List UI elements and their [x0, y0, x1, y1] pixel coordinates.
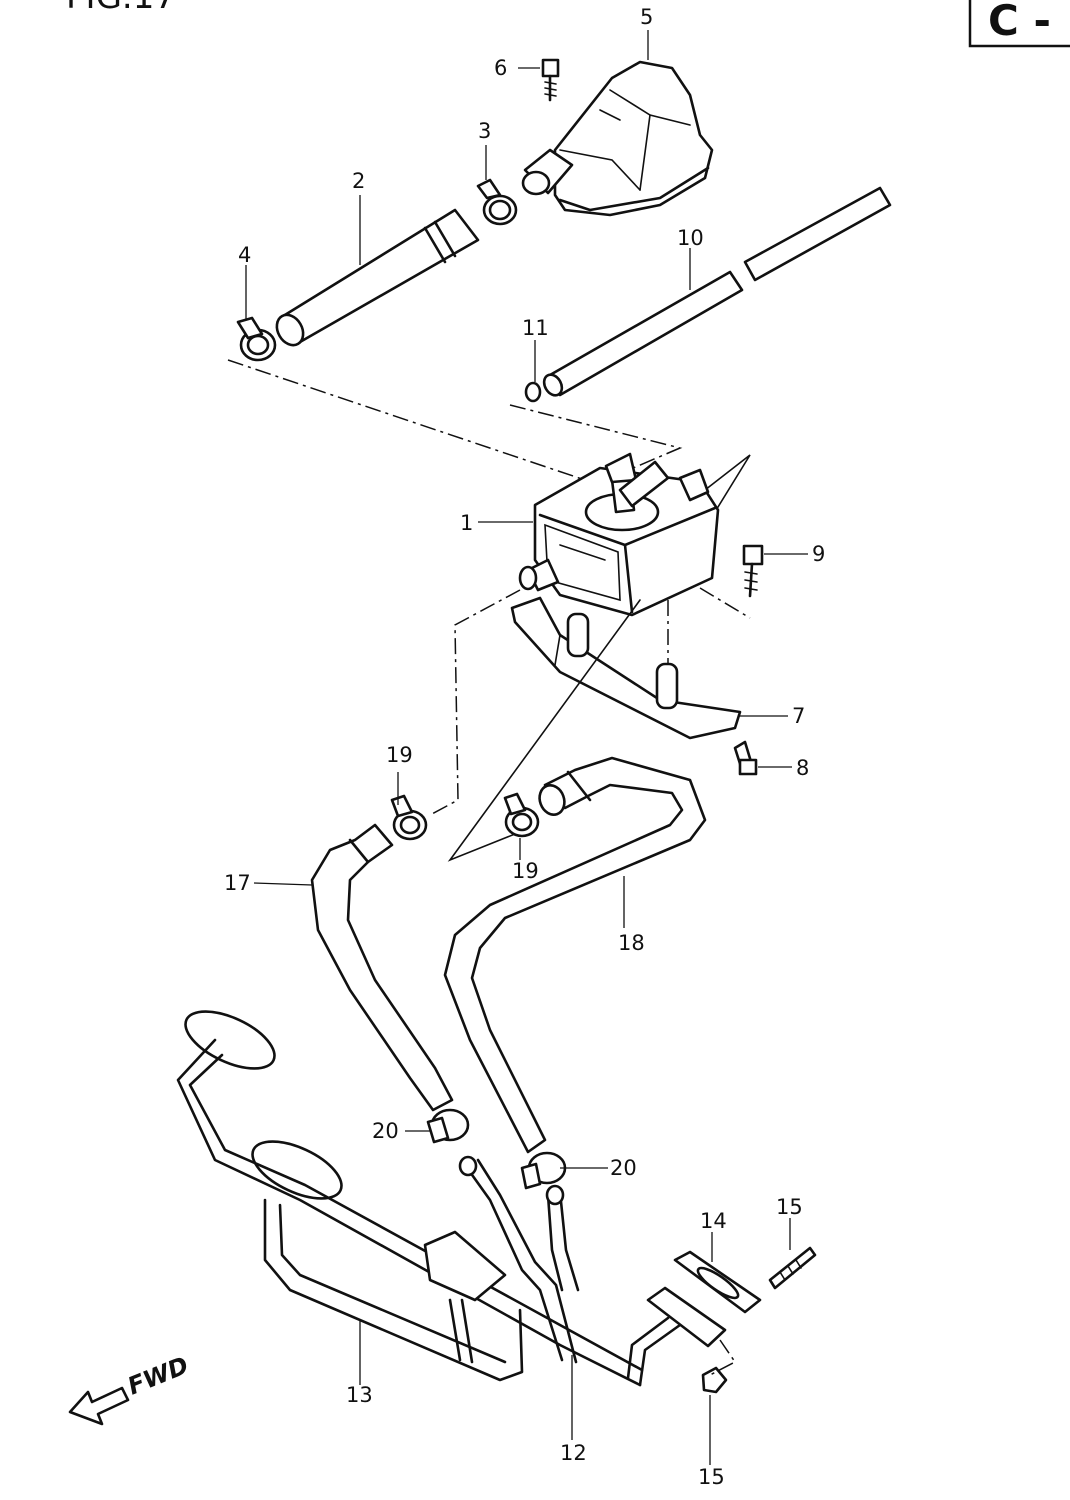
clip-11[interactable]	[524, 381, 542, 403]
hose-clamp-19-upper[interactable]	[390, 794, 428, 841]
label-part-15-nut: 15	[698, 1465, 725, 1489]
label-part-20-left: 20	[372, 1119, 399, 1143]
part-number-labels: 5 6 3 2 4 10 11 1 9 7 8 19 19 17 18 20 2…	[224, 5, 825, 1489]
pair-valve-1[interactable]	[518, 452, 720, 617]
hose-17[interactable]	[310, 823, 454, 1112]
hose-18[interactable]	[443, 756, 707, 1154]
label-part-12: 12	[560, 1441, 587, 1465]
bolt-8[interactable]	[733, 740, 758, 776]
tube-10[interactable]	[541, 186, 892, 399]
label-part-20-right: 20	[610, 1156, 637, 1180]
label-part-2: 2	[352, 169, 365, 193]
label-part-19-upper: 19	[386, 743, 413, 767]
leader-lines	[245, 30, 808, 1465]
label-part-15-stud: 15	[776, 1195, 803, 1219]
label-part-6: 6	[494, 56, 507, 80]
section-tag-label: C -	[988, 0, 1051, 45]
forward-arrow-icon: FWD	[68, 1351, 193, 1426]
label-part-19-lower: 19	[512, 859, 539, 883]
label-part-10: 10	[677, 226, 704, 250]
hose-2[interactable]	[272, 208, 480, 350]
air-cleaner-box[interactable]	[521, 60, 714, 217]
assembly-line-outlets	[704, 454, 751, 521]
label-part-8: 8	[796, 756, 809, 780]
label-part-11: 11	[522, 316, 549, 340]
assembly-line-tube-10	[509, 404, 683, 481]
nut-15[interactable]	[701, 1366, 728, 1394]
label-part-1: 1	[460, 511, 473, 535]
hose-clamp-3[interactable]	[476, 178, 518, 226]
hose-clamp-20-left[interactable]	[426, 1108, 470, 1144]
label-part-4: 4	[238, 243, 251, 267]
label-part-17: 17	[224, 871, 251, 895]
label-part-13: 13	[346, 1383, 373, 1407]
label-part-14: 14	[700, 1209, 727, 1233]
assembly-line-bolt-9	[699, 587, 751, 619]
label-part-18: 18	[618, 931, 645, 955]
bolt-6[interactable]	[541, 58, 560, 102]
forward-label: FWD	[124, 1351, 193, 1400]
figure-title: FIG.17	[66, 0, 176, 17]
bolt-9[interactable]	[742, 544, 764, 598]
assembly-line-hose-18	[447, 599, 641, 862]
hose-clamp-19-lower[interactable]	[503, 792, 540, 838]
label-part-9: 9	[812, 542, 825, 566]
section-tag: C -	[968, 0, 1070, 48]
stud-15[interactable]	[768, 1246, 817, 1290]
assembly-line-nut-15	[709, 1339, 737, 1376]
assembly-line-hose-17	[429, 589, 521, 816]
label-part-7: 7	[792, 704, 805, 728]
assembly-line-hose-2	[227, 359, 586, 481]
hose-clamp-20-right[interactable]	[520, 1151, 567, 1190]
label-part-3: 3	[478, 119, 491, 143]
gasket-14[interactable]	[673, 1250, 762, 1314]
hose-clamp-4[interactable]	[236, 316, 277, 362]
reed-pipe-12[interactable]	[423, 1155, 727, 1387]
label-part-5: 5	[640, 5, 653, 29]
bracket-7[interactable]	[510, 596, 742, 740]
